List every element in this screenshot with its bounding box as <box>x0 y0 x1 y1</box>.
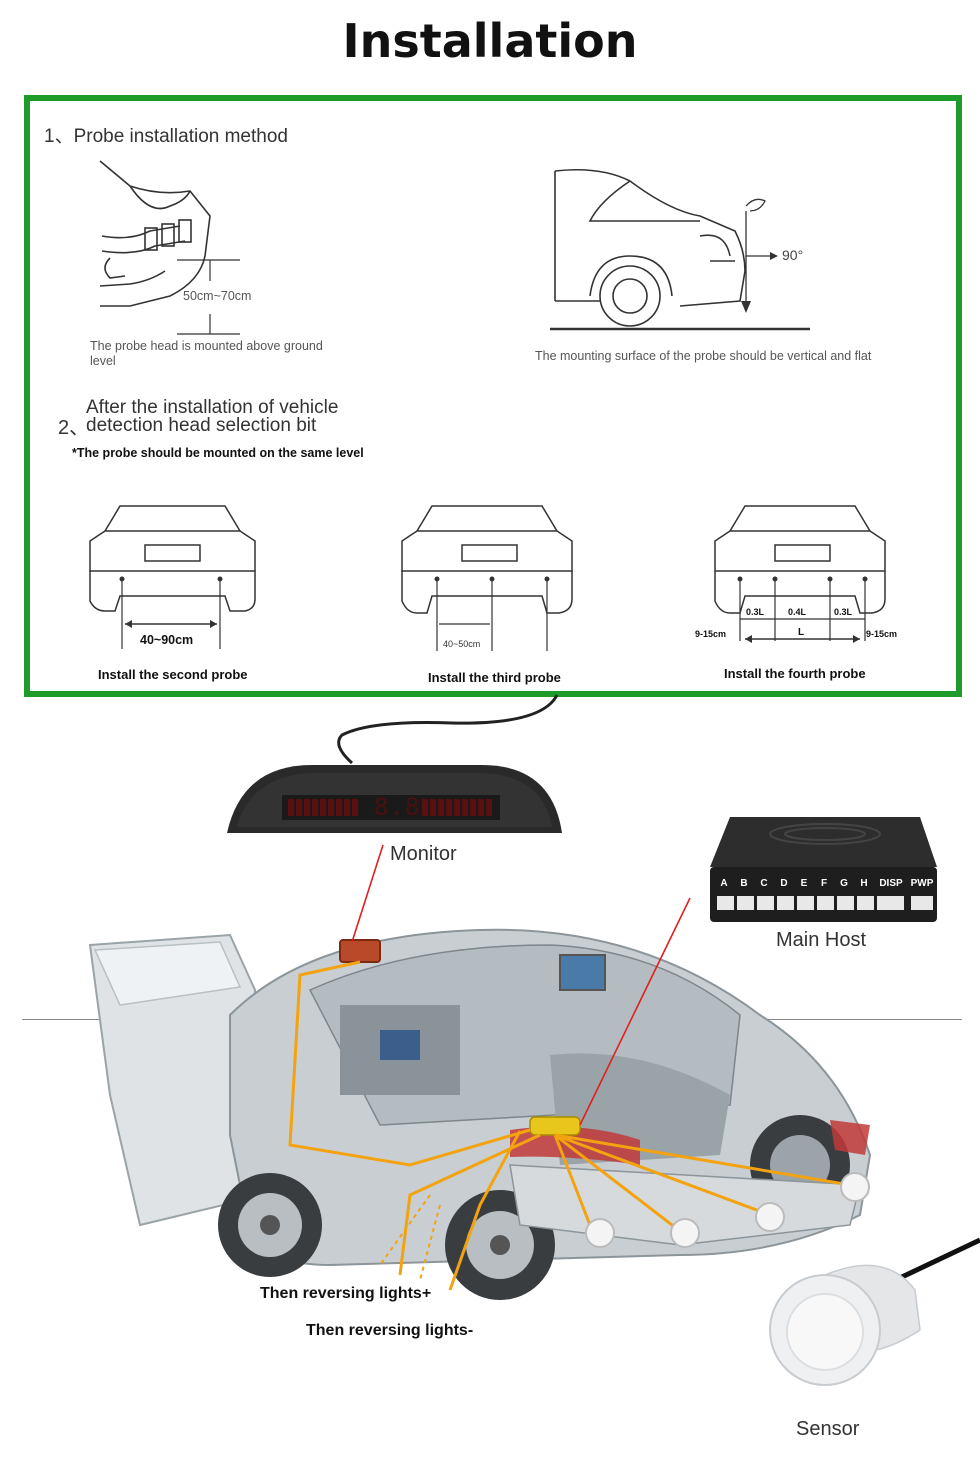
section2-heading-line2: detection head selection bit <box>86 415 317 436</box>
monitor-display: 8.8 <box>374 793 421 821</box>
section2-heading: After the installation of vehicle detect… <box>86 397 339 436</box>
sensor-device <box>769 1237 980 1386</box>
car-cutaway-illustration <box>88 928 872 1300</box>
instruction-panel: 1、Probe installation method 50cm~70cm Th… <box>24 95 962 697</box>
monitor-device <box>227 694 562 833</box>
section2-heading-line1: After the installation of vehicle <box>86 397 339 418</box>
fourth-probe-total: L <box>798 627 805 638</box>
fourth-probe-seg-c: 0.3L <box>834 607 853 617</box>
section1-heading: 1、Probe installation method <box>44 126 288 147</box>
port-label-h: H <box>860 878 868 889</box>
fourth-probe-seg-b: 0.4L <box>788 607 807 617</box>
section2-note: *The probe should be mounted on the same… <box>72 446 364 460</box>
section2-number: 2、 <box>58 417 90 439</box>
main-host-label: Main Host <box>776 929 867 951</box>
second-probe-caption: Install the second probe <box>98 667 248 682</box>
car-side-sketch <box>550 168 810 331</box>
third-probe-caption: Install the third probe <box>428 670 561 685</box>
fourth-probe-left-edge: 9-15cm <box>695 629 727 639</box>
rear-car-fourth-probe <box>714 505 886 643</box>
rear-car-third-probe <box>401 505 573 651</box>
height-measure-label: 50cm~70cm <box>183 289 252 303</box>
port-label-f: F <box>820 878 828 889</box>
wire-label-positive: Then reversing lights+ <box>260 1285 432 1302</box>
port-label-disp: DISP <box>879 878 903 889</box>
wire-label-negative: Then reversing lights- <box>306 1322 474 1339</box>
port-label-pwp: PWP <box>910 878 934 889</box>
page-title: Installation <box>342 14 638 68</box>
fourth-probe-caption: Install the fourth probe <box>724 666 866 681</box>
angle-label: 90° <box>782 247 804 263</box>
rear-car-second-probe <box>89 505 256 649</box>
fourth-probe-seg-a: 0.3L <box>746 607 765 617</box>
bumper-sketch <box>99 160 240 335</box>
port-label-b: B <box>740 878 748 889</box>
main-host-device <box>710 817 937 922</box>
fourth-probe-right-edge: 9-15cm <box>866 629 898 639</box>
host-port-labels: A B C D E F G H DISP PWP <box>714 878 944 892</box>
monitor-label: Monitor <box>390 843 457 865</box>
sensor-label: Sensor <box>796 1418 860 1440</box>
port-label-c: C <box>760 878 768 889</box>
left-caption: The probe head is mounted above ground l… <box>90 339 323 368</box>
port-label-e: E <box>800 878 808 889</box>
port-label-d: D <box>780 878 788 889</box>
port-label-a: A <box>720 878 728 889</box>
third-probe-measure: 40~50cm <box>443 639 481 649</box>
port-label-g: G <box>840 878 848 889</box>
second-probe-measure: 40~90cm <box>140 633 194 647</box>
right-caption: The mounting surface of the probe should… <box>535 349 872 363</box>
